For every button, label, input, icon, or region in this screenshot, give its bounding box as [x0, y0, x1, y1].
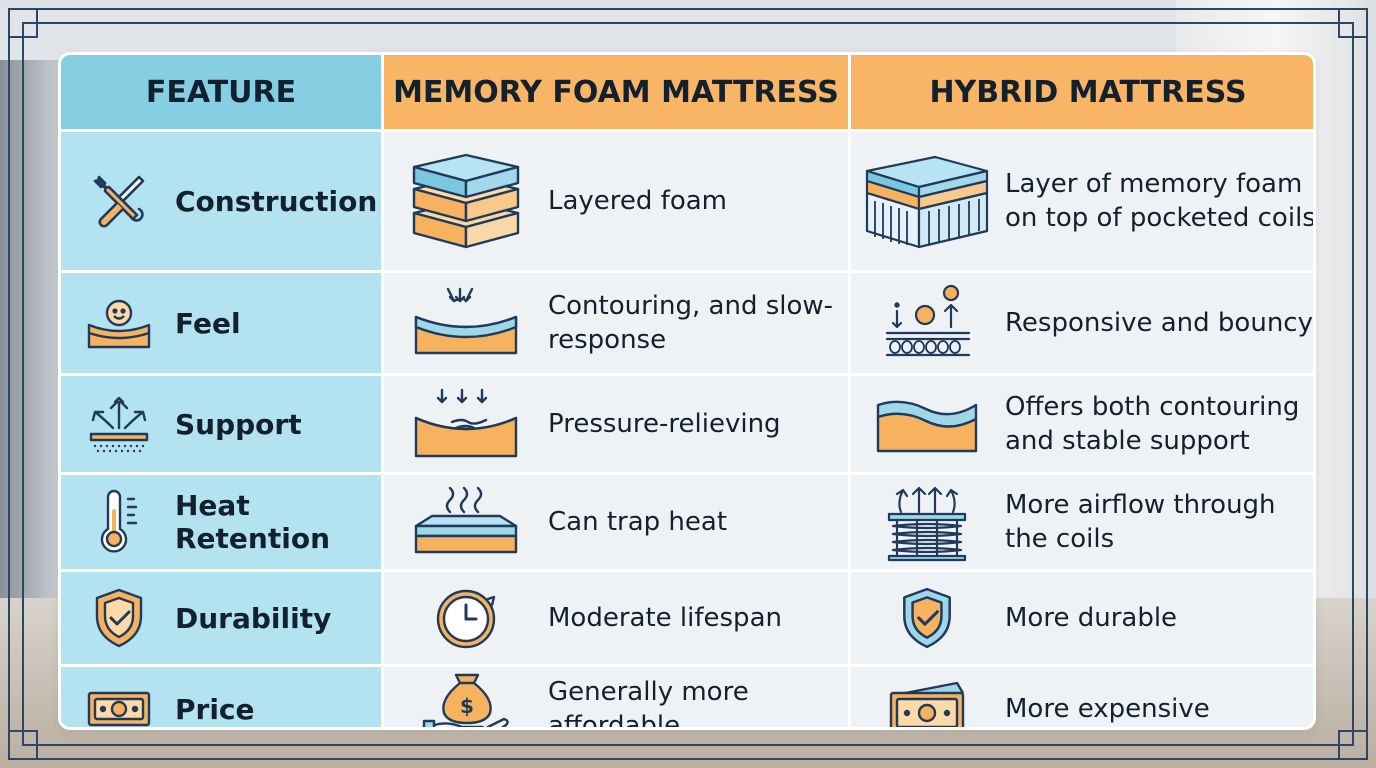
header-hybrid: HYBRID MATTRESS [851, 55, 1313, 129]
money-bill-icon [85, 675, 153, 727]
frame-corner [8, 730, 38, 760]
smile-mattress-icon [85, 289, 153, 357]
tools-icon [85, 167, 153, 235]
row-feature-cell: Support [61, 376, 381, 472]
feature-label: Construction [175, 184, 378, 218]
row-memory-cell: $ Generally more affordable [384, 667, 848, 730]
hybrid-text: Layer of memory foam on top of pocketed … [1005, 169, 1316, 233]
svg-text:$: $ [460, 694, 474, 718]
header-feature: FEATURE [61, 55, 381, 129]
row-hybrid-cell: Layer of memory foam on top of pocketed … [851, 132, 1316, 270]
comparison-table: FEATURE MEMORY FOAM MATTRESS HYBRID MATT… [58, 52, 1316, 730]
memory-text: Can trap heat [548, 507, 728, 537]
decorative-frame-inner [22, 22, 1354, 746]
frame-corner [1338, 8, 1368, 38]
foam-layers-icon [408, 151, 524, 251]
frame-corner [8, 8, 38, 38]
shield-check-icon [85, 584, 153, 652]
memory-text: Moderate lifespan [548, 603, 782, 633]
row-hybrid-cell: More expensive [851, 667, 1313, 727]
money-stack-icon [863, 659, 991, 727]
memory-text: Generally more affordable [548, 677, 749, 730]
bounce-icon [863, 273, 991, 373]
background-window-left [0, 60, 60, 620]
contour-arrows-icon [408, 273, 524, 373]
decorative-frame-outer [8, 8, 1368, 760]
row-memory-cell: Contouring, and slow-response [384, 273, 848, 373]
row-feature-cell: Durability [61, 572, 381, 664]
hybrid-text: More durable [1005, 603, 1178, 633]
feature-label: Heat Retention [175, 489, 331, 555]
feature-label: Durability [175, 601, 332, 635]
hybrid-text: Offers both contouring and stable suppor… [1005, 392, 1300, 456]
thermometer-icon [85, 488, 153, 556]
frame-corner [1338, 730, 1368, 760]
row-feature-cell: Construction [61, 132, 381, 270]
memory-text: Layered foam [548, 186, 728, 216]
hybrid-coils-icon [863, 151, 991, 251]
pressure-relief-icon [408, 374, 524, 474]
airflow-coils-icon [863, 472, 991, 572]
hybrid-text: More airflow through the coils [1005, 490, 1276, 554]
memory-text: Contouring, and slow-response [548, 291, 834, 355]
row-feature-cell: Feel [61, 273, 381, 373]
memory-text: Pressure-relieving [548, 409, 781, 439]
support-arrows-icon [85, 390, 153, 458]
shield-check-icon [863, 568, 991, 668]
row-memory-cell: Moderate lifespan [384, 572, 848, 664]
feature-label: Feel [175, 306, 241, 340]
hybrid-text: Responsive and bouncy [1005, 308, 1313, 338]
row-hybrid-cell: More airflow through the coils [851, 472, 1313, 572]
hybrid-text: More expensive [1005, 694, 1210, 724]
feature-label: Support [175, 407, 302, 441]
row-memory-cell: Can trap heat [384, 475, 848, 569]
row-memory-cell: Pressure-relieving [384, 376, 848, 472]
row-memory-cell: Layered foam [384, 132, 848, 270]
stable-support-icon [863, 374, 991, 474]
row-hybrid-cell: More durable [851, 572, 1313, 664]
header-memory-foam: MEMORY FOAM MATTRESS [384, 55, 848, 129]
feature-label: Price [175, 692, 255, 726]
row-feature-cell: Price [61, 667, 381, 727]
heat-waves-icon [408, 472, 524, 572]
row-hybrid-cell: Responsive and bouncy [851, 273, 1313, 373]
clock-icon [408, 568, 524, 668]
row-hybrid-cell: Offers both contouring and stable suppor… [851, 374, 1313, 474]
row-feature-cell: Heat Retention [61, 475, 381, 569]
money-bag-hand-icon: $ [408, 659, 524, 727]
